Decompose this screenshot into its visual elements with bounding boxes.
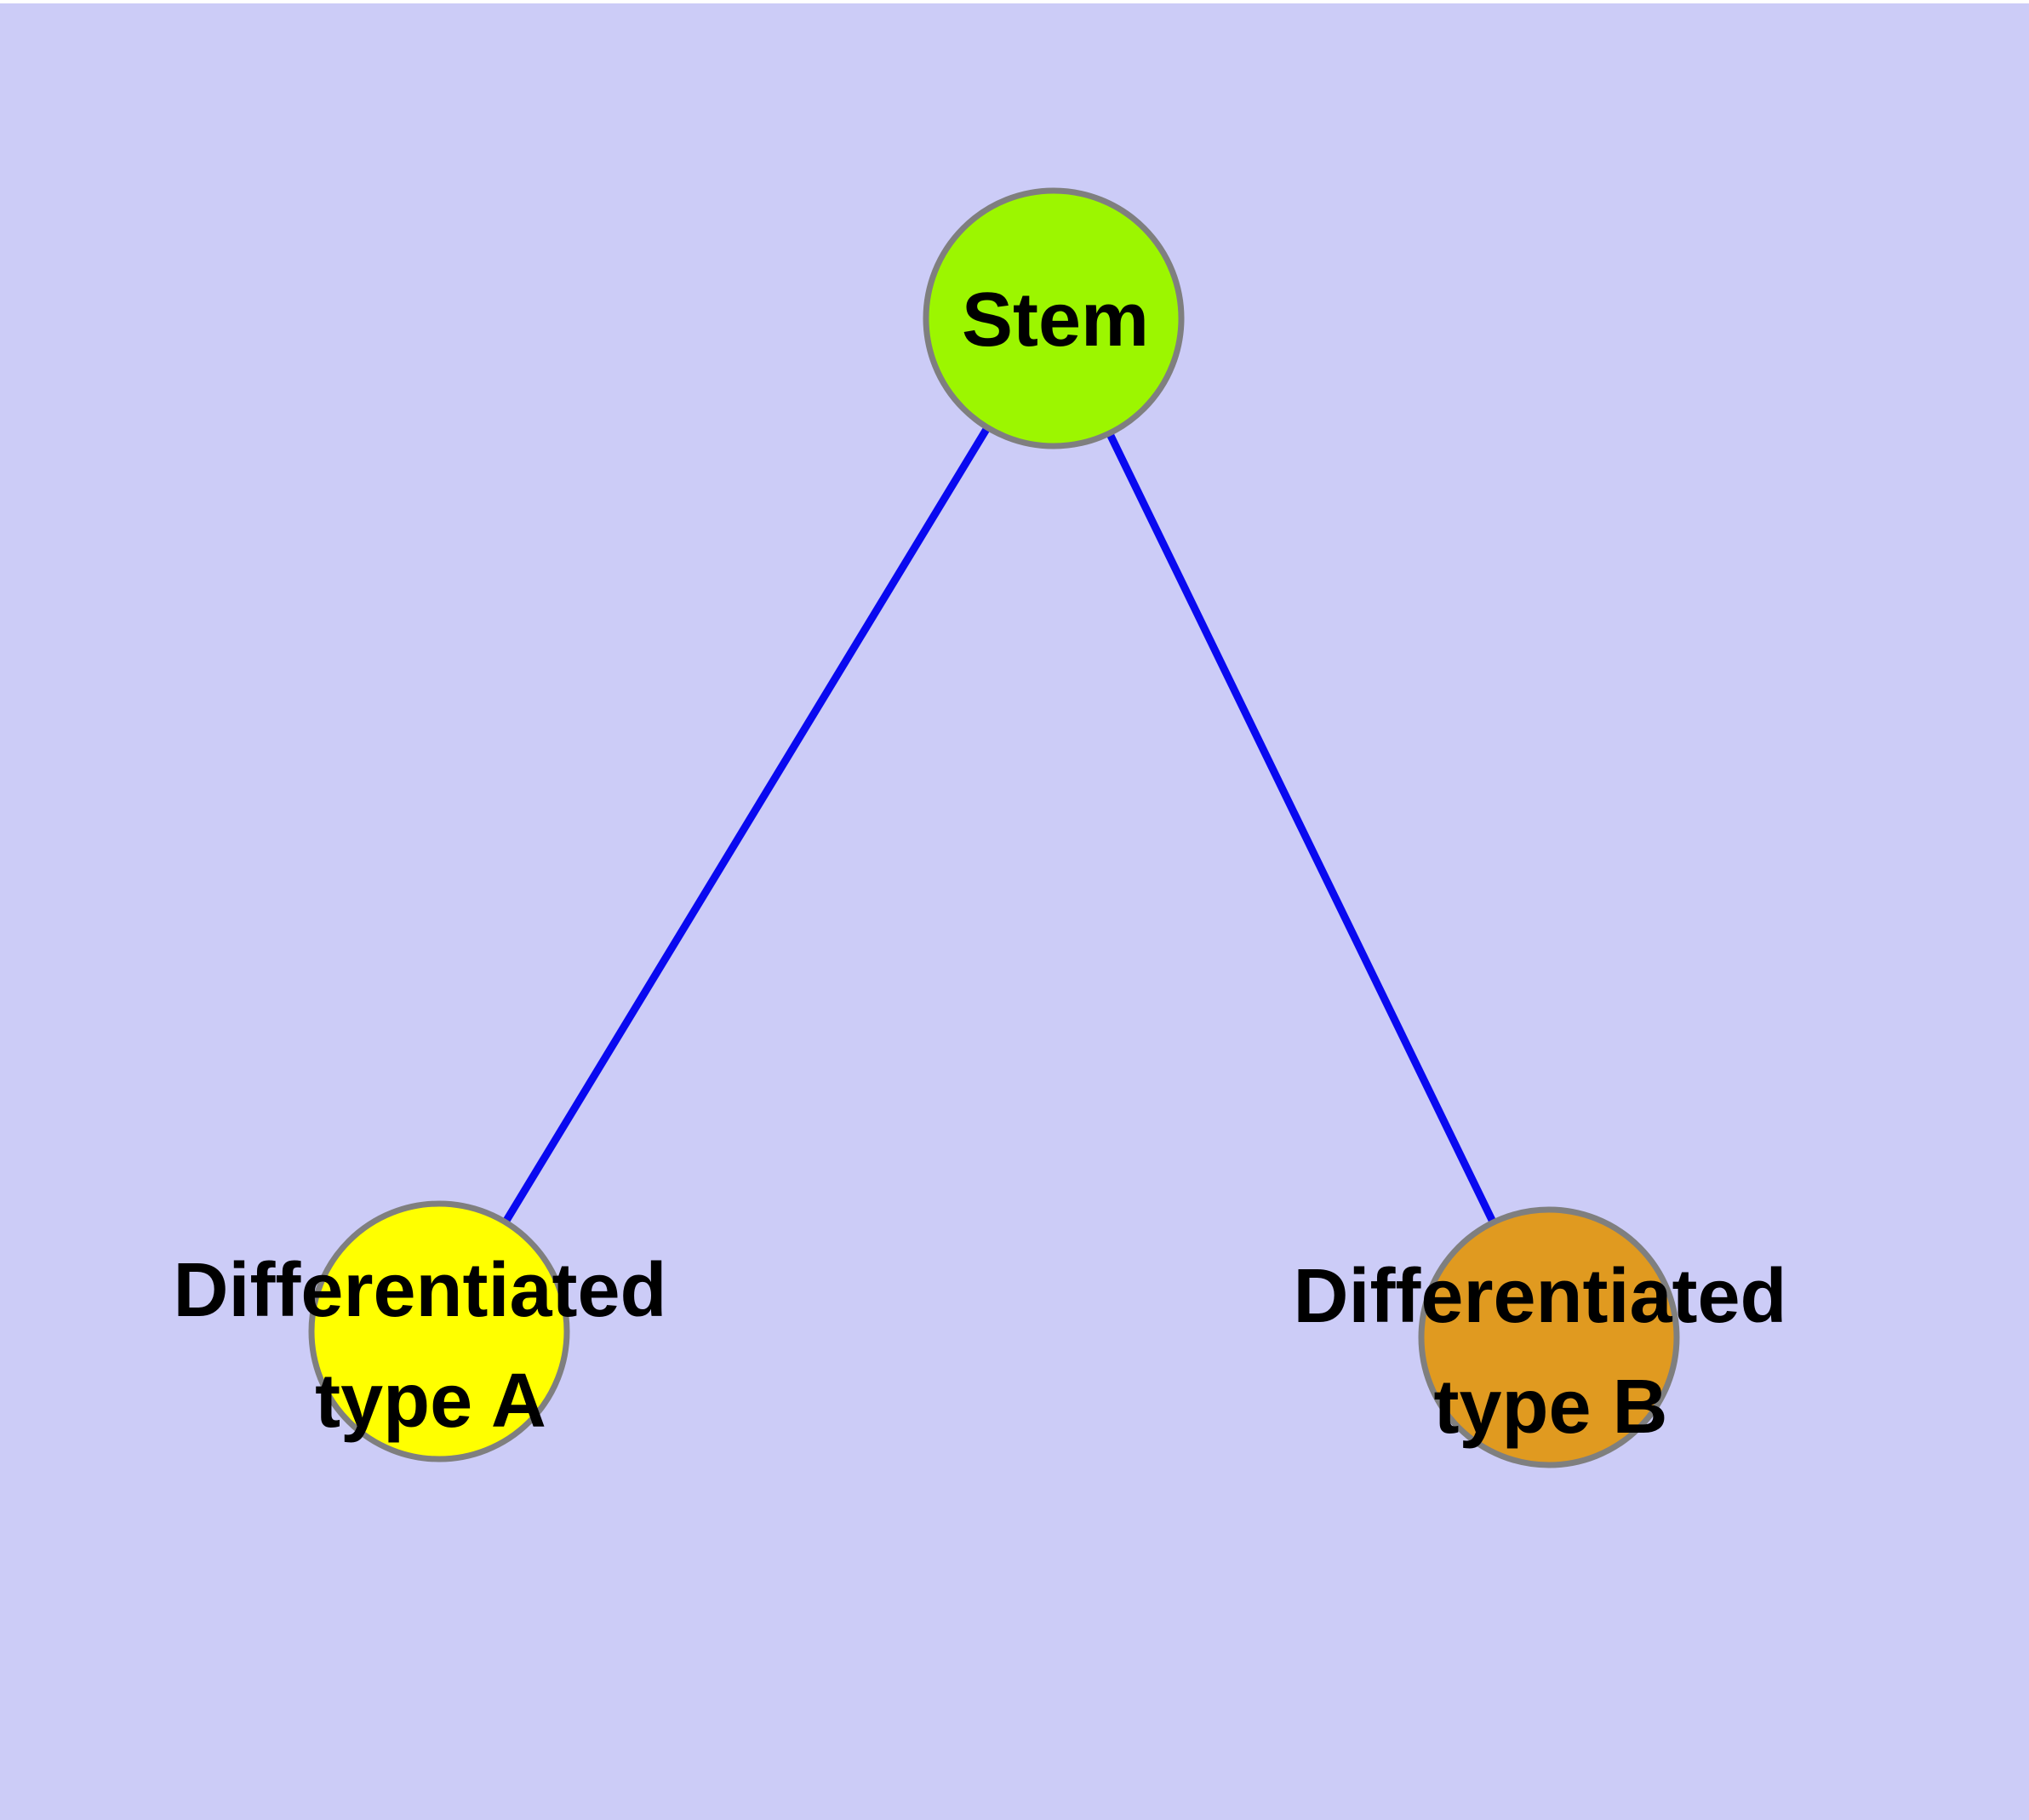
node-type-a-label: Differentiated type A [173, 1248, 688, 1444]
node-type-b-label: Differentiated type B [1293, 1254, 1808, 1450]
node-type-b-label-line-2: type B [1433, 1365, 1667, 1450]
edge-stem-to-type-b [1049, 317, 1553, 1339]
node-type-b-circle [1418, 1206, 1680, 1468]
node-type-a-label-line-2: type A [315, 1359, 546, 1444]
node-type-b-label-line-1: Differentiated [1293, 1254, 1786, 1339]
node-type-a-label-line-1: Differentiated [173, 1248, 666, 1333]
node-stem-label: Stem [962, 278, 1149, 363]
top-edge-strip [0, 0, 2029, 3]
edge-stem-to-type-a [436, 316, 1057, 1334]
node-type-a-circle [308, 1200, 570, 1462]
node-stem-circle [923, 187, 1185, 449]
